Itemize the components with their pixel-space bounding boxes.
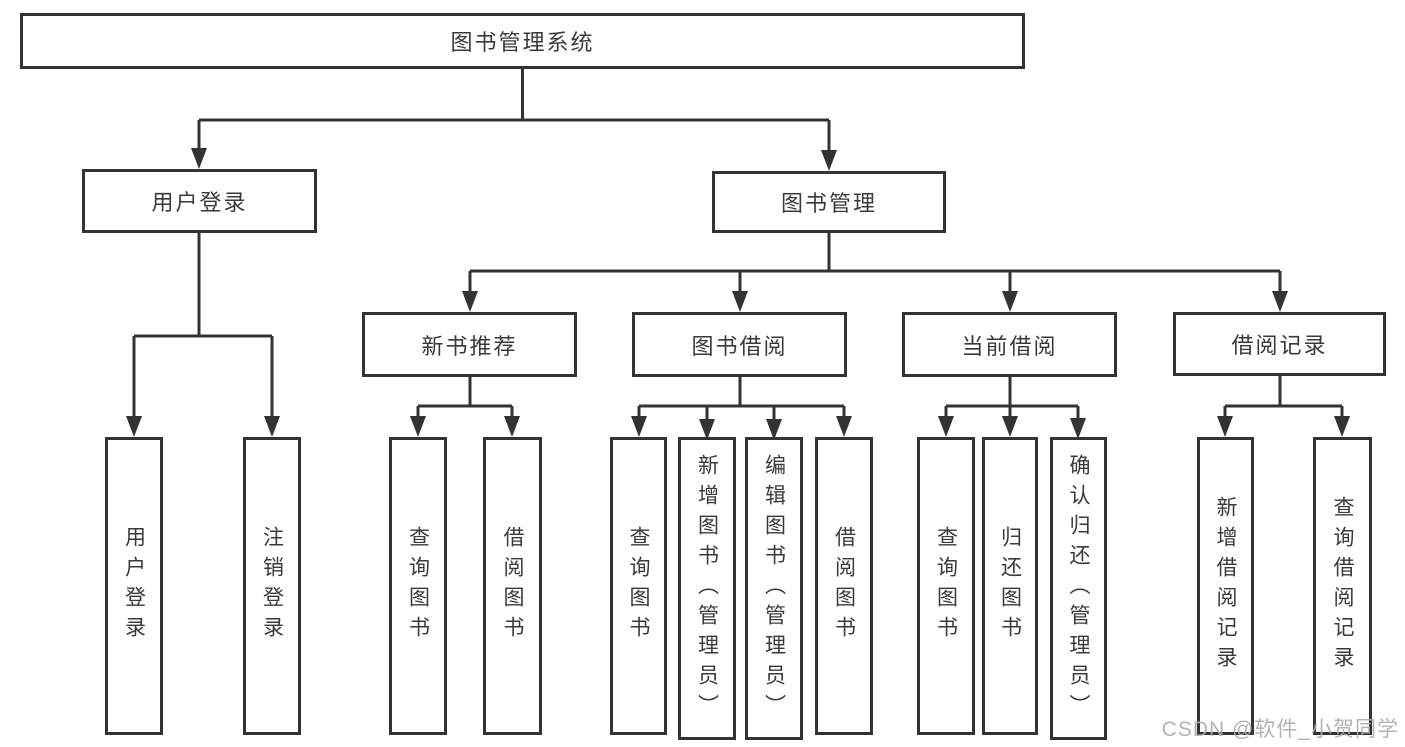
- leaf-return-books: 归还图书: [982, 437, 1038, 735]
- node-label: 当前借阅: [961, 333, 1058, 359]
- node-label: 新增图书（管理员）: [695, 453, 719, 724]
- node-book-management: 图书管理: [712, 171, 946, 233]
- node-label: 图书借阅: [691, 333, 788, 359]
- node-label: 用户登录: [151, 190, 248, 215]
- leaf-query-books-borrowing: 查询图书: [610, 437, 667, 735]
- csdn-watermark: CSDN @软件_小贺同学: [1161, 718, 1399, 741]
- leaf-user-login: 用户登录: [105, 437, 163, 735]
- node-label: 图书管理: [780, 191, 877, 216]
- leaf-query-borrow-record: 查询借阅记录: [1313, 437, 1372, 735]
- node-label: 注销登录: [260, 526, 284, 646]
- node-label: 新增借阅记录: [1214, 496, 1237, 676]
- node-user-login: 用户登录: [82, 169, 317, 233]
- node-label: 用户登录: [122, 526, 146, 646]
- node-label: 归还图书: [998, 526, 1022, 646]
- node-new-book-recommendation: 新书推荐: [362, 312, 577, 377]
- node-borrowing-records: 借阅记录: [1173, 312, 1386, 376]
- leaf-add-books-admin: 新增图书（管理员）: [678, 437, 736, 740]
- node-label: 查询图书: [934, 526, 958, 646]
- node-label: 确认归还（管理员）: [1067, 453, 1090, 724]
- node-label: 借阅图书: [832, 526, 856, 646]
- node-label: 编辑图书（管理员）: [762, 453, 786, 724]
- leaf-edit-books-admin: 编辑图书（管理员）: [745, 437, 803, 740]
- node-library-system: 图书管理系统: [20, 13, 1025, 69]
- node-label: 查询图书: [627, 526, 650, 646]
- leaf-logout: 注销登录: [243, 437, 301, 735]
- node-label: 新书推荐: [421, 333, 518, 359]
- node-label: 查询图书: [406, 526, 430, 646]
- leaf-borrow-books-borrowing: 借阅图书: [815, 437, 873, 735]
- leaf-add-borrow-record: 新增借阅记录: [1197, 437, 1254, 735]
- node-label: 借阅图书: [501, 526, 524, 646]
- node-book-borrowing: 图书借阅: [632, 312, 847, 377]
- node-current-borrowing: 当前借阅: [902, 312, 1117, 377]
- node-label: 图书管理系统: [450, 30, 595, 55]
- node-label: 借阅记录: [1231, 333, 1328, 358]
- leaf-query-books-current: 查询图书: [917, 437, 975, 735]
- leaf-query-books-recommend: 查询图书: [389, 437, 447, 735]
- leaf-borrow-books-recommend: 借阅图书: [483, 437, 542, 735]
- node-label: 查询借阅记录: [1331, 496, 1354, 676]
- leaf-confirm-return-admin: 确认归还（管理员）: [1050, 437, 1107, 740]
